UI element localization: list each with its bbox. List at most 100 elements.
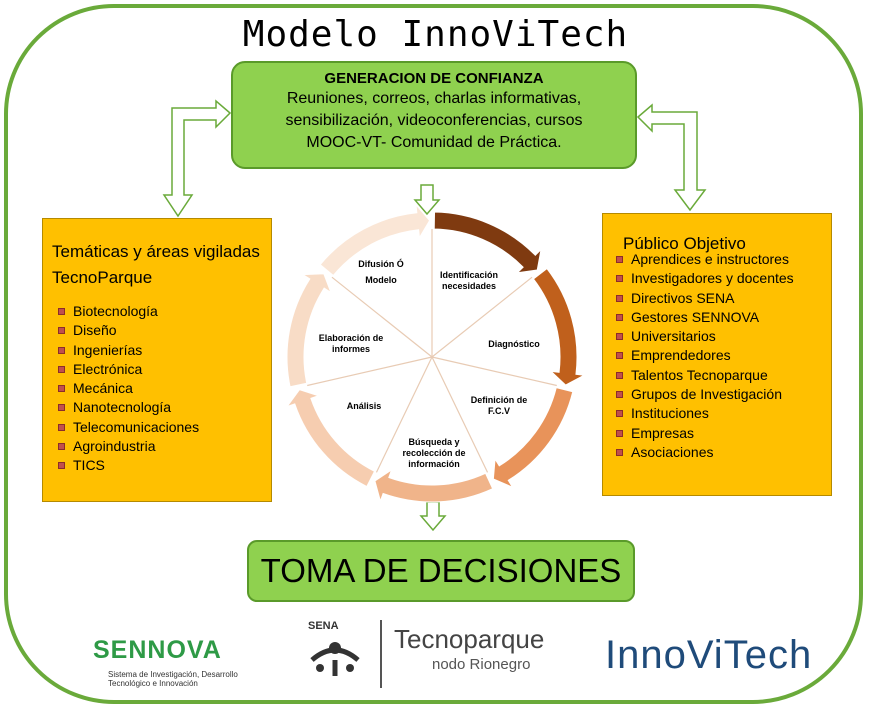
publico-title: Público Objetivo [623,234,746,253]
list-item: Directivos SENA [615,289,794,308]
cycle-arrow-segment [285,389,376,488]
cycle-arrow-segment [374,468,494,503]
square-bullet-icon [58,404,65,412]
list-item: Ingenierías [57,341,199,360]
list-item: Mecánica [57,379,199,398]
list-item: Instituciones [615,404,794,423]
list-item-label: Directivos SENA [631,289,735,306]
list-item-label: Asociaciones [631,443,714,460]
down-arrow-bottom [419,501,447,532]
cycle-step-label: Definición de F.C.V [470,395,528,416]
cycle-divider-line [307,356,433,387]
cycle-step-label: Búsqueda y recolección de información [402,437,466,469]
cycle-step-label: Difusión Ó Modelo [358,259,404,285]
list-item: Universitarios [615,327,794,346]
tematicas-panel: Temáticas y áreas vigiladas TecnoParque … [42,218,272,502]
list-item-label: Investigadores y docentes [631,270,794,287]
list-item: Agroindustria [57,437,199,456]
confianza-heading: GENERACION DE CONFIANZA [324,70,544,87]
list-item-label: Agroindustria [73,438,156,455]
cycle-divider-line [331,276,433,358]
rounded-frame [4,4,863,704]
list-item: Talentos Tecnoparque [615,366,794,385]
square-bullet-icon [616,352,623,360]
sennova-logo-text: SENNOVA [93,636,222,664]
cycle-divider-line [375,356,433,473]
list-item: Emprendedores [615,346,794,365]
list-item-label: Nanotecnología [73,399,172,416]
list-item: Nanotecnología [57,398,199,417]
square-bullet-icon [616,391,623,399]
cycle-diagram [285,203,586,503]
decision-box: TOMA DE DECISIONES [247,540,635,602]
sena-logo-icon [310,642,360,676]
list-item: Grupos de Investigación [615,385,794,404]
list-item-label: Aprendices e instructores [631,251,789,267]
down-arrow-top [413,184,441,216]
cycle-step-label: Elaboración de informes [318,333,384,354]
square-bullet-icon [616,448,623,456]
list-item-label: Diseño [73,322,117,339]
diagram-title: Modelo InnoViTech [242,14,629,55]
list-item: Diseño [57,321,199,340]
list-item-label: Mecánica [73,380,133,397]
cycle-arrow-segment [433,211,542,274]
logo-divider [380,620,382,688]
list-item-label: Talentos Tecnoparque [631,366,768,383]
innovitech-logo-text: InnoViTech [605,633,813,677]
publico-panel: Público Objetivo Aprendices e instructor… [602,213,832,496]
sennova-logo-subtitle: Sistema de Investigación, Desarrollo Tec… [108,670,238,688]
cycle-divider-line [431,356,557,387]
list-item-label: Instituciones [631,405,709,422]
cycle-arrow-segment [492,387,574,489]
tecnoparque-logo-subtitle: nodo Rionegro [432,656,531,673]
list-item: Telecomunicaciones [57,418,199,437]
square-bullet-icon [58,346,65,354]
cycle-step-label: Análisis [346,401,382,411]
list-item-label: TICS [73,457,105,474]
cycle-arrow-segment [319,203,431,277]
list-item: Electrónica [57,360,199,379]
list-item: TICS [57,456,199,475]
sennova-logo: SENNOVA Sistema de Investigación, Desarr… [88,636,268,691]
cycle-step-label: Diagnóstico [488,339,540,349]
confianza-box: GENERACION DE CONFIANZA Reuniones, corre… [231,61,637,169]
confianza-line: sensibilización, videoconferencias, curs… [285,112,583,129]
square-bullet-icon [616,256,623,263]
square-bullet-icon [58,385,65,393]
right-connector-arrow [636,103,707,212]
list-item-label: Biotecnología [73,303,158,319]
list-item-label: Universitarios [631,328,716,345]
confianza-line: Reuniones, correos, charlas informativas… [286,90,582,107]
confianza-line: MOOC-VT- Comunidad de Práctica. [306,134,562,151]
square-bullet-icon [58,423,65,431]
square-bullet-icon [616,410,623,418]
list-item-label: Emprendedores [631,347,731,364]
list-item-label: Grupos de Investigación [631,386,782,403]
list-item: Asociaciones [615,443,794,462]
square-bullet-icon [616,294,623,302]
list-item-label: Empresas [631,424,695,441]
list-item: Biotecnología [57,302,199,321]
cycle-divider-line [431,276,533,358]
square-bullet-icon [616,313,623,321]
list-item-label: Telecomunicaciones [73,418,200,435]
list-item-label: Electrónica [73,360,143,377]
cycle-arrow-segment [532,267,586,386]
list-item-label: Ingenierías [73,341,143,358]
list-item: Investigadores y docentes [615,269,794,288]
square-bullet-icon [58,443,65,451]
list-item-label: Gestores SENNOVA [631,308,760,325]
square-bullet-icon [58,462,65,470]
cycle-divider-line [431,356,489,473]
tecnoparque-logo-text: Tecnoparque [394,624,545,654]
square-bullet-icon [58,327,65,335]
square-bullet-icon [616,371,623,379]
square-bullet-icon [616,275,623,283]
sena-logo-text: SENA [308,620,339,632]
tematicas-title: Temáticas y áreas vigiladas TecnoParque [52,242,260,287]
square-bullet-icon [616,333,623,341]
